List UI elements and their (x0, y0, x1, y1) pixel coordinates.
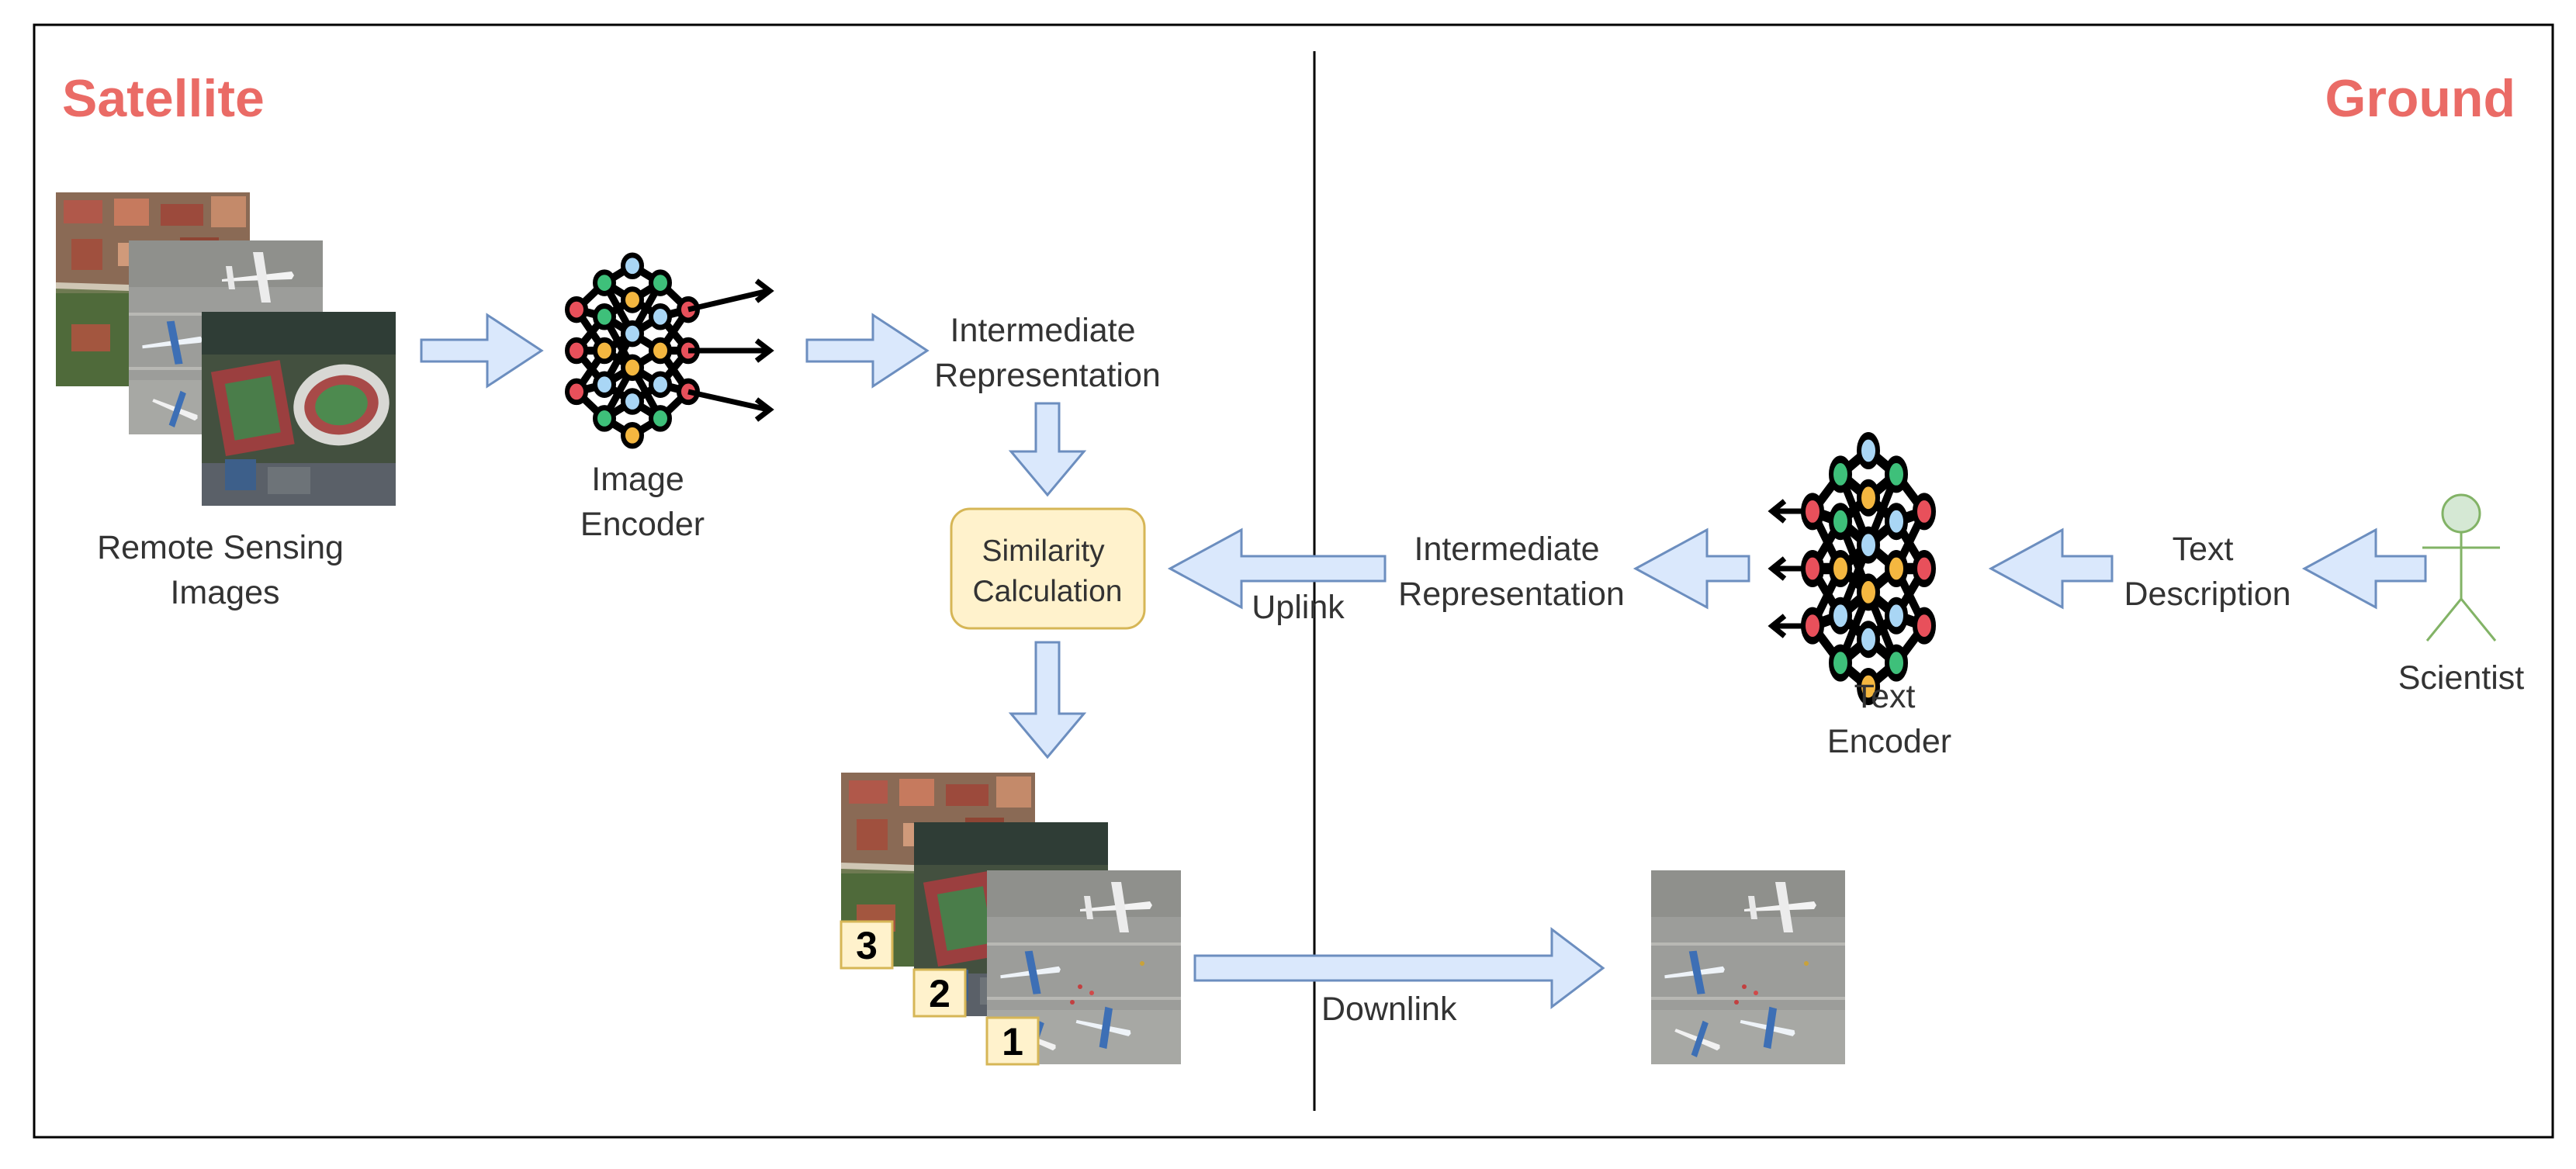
satellite-section-title: Satellite (62, 69, 265, 128)
arrow-scientist-to-description (2301, 527, 2427, 610)
text-encoder-label: Text Encoder (1827, 678, 1951, 760)
output-arrowheads (687, 278, 774, 422)
text-description-label: Text Description (2124, 531, 2290, 613)
rank-badge-2: 2 (912, 968, 967, 1018)
satellite-intermediate-representation-label: Intermediate Representation (934, 312, 1161, 394)
uplink-label: Uplink (1252, 589, 1345, 626)
svg-text:1: 1 (1002, 1020, 1023, 1064)
similarity-calculation-box (950, 507, 1146, 630)
aerial-photo-icon (202, 312, 396, 506)
stick-figure-icon (2422, 493, 2500, 642)
arrow-representation-to-similarity (1008, 402, 1087, 497)
downlink-label: Downlink (1321, 991, 1457, 1028)
arrow-images-to-encoder (420, 313, 544, 389)
rank-badge-1: 1 (985, 1016, 1040, 1066)
scientist-label: Scientist (2398, 659, 2525, 697)
ground-section-title: Ground (2325, 69, 2515, 128)
similarity-calculation-label: Similarity Calculation (973, 534, 1123, 608)
arrow-similarity-to-results (1008, 641, 1087, 759)
rank-badge-3: 3 (840, 920, 894, 970)
ground-intermediate-representation-label: Intermediate Representation (1398, 531, 1625, 613)
svg-text:3: 3 (856, 924, 878, 967)
svg-text:2: 2 (929, 972, 950, 1015)
uplink-arrow (1167, 527, 1387, 610)
text-encoder-network (1768, 436, 1934, 701)
arrow-encoder-to-representation (805, 313, 930, 389)
retrieved-image (1651, 870, 1845, 1064)
image-encoder-network (567, 255, 774, 446)
remote-sensing-images-label: Remote Sensing Images (97, 529, 353, 611)
downlink-arrow (1193, 926, 1605, 1010)
image-encoder-label: Image Encoder (580, 461, 705, 543)
arrow-text-encoder-to-representation (1633, 527, 1750, 610)
arrow-description-to-encoder (1988, 527, 2114, 610)
